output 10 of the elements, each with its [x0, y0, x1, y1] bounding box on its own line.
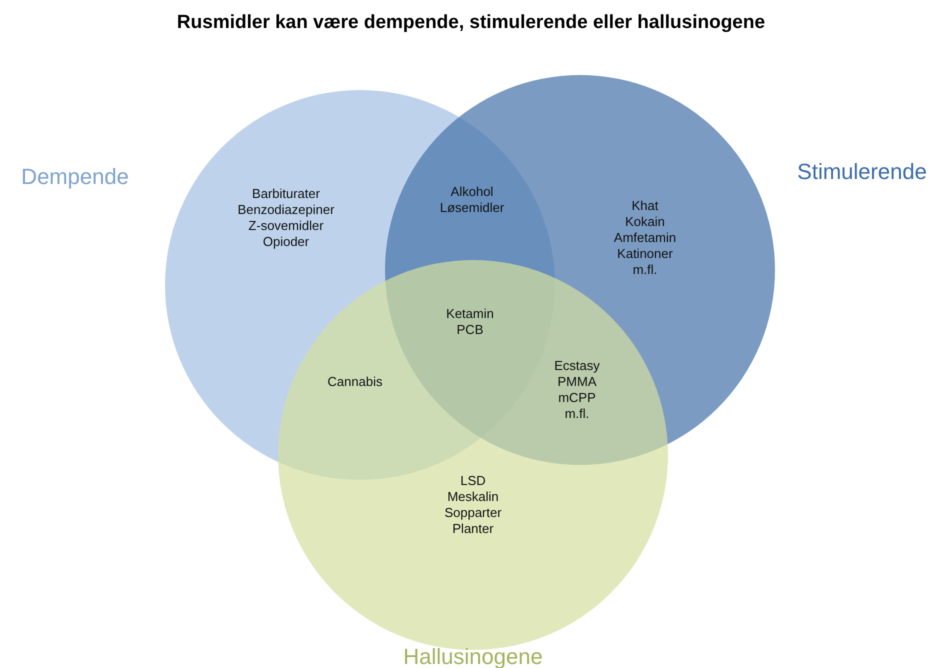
set-items: Khat Kokain Amfetamin Katinoner m.fl. [614, 198, 676, 278]
overlap-items: Cannabis [328, 374, 382, 390]
set-items: Barbiturater Benzodiazepiner Z-sovemidler Opioder [238, 186, 334, 250]
diagram-title: Rusmidler kan være dempende, stimulerende eller hallusinogene [176, 12, 766, 34]
set-heading: Dempende [21, 164, 129, 190]
set-heading: Stimulerende [797, 159, 927, 185]
overlap-items: Ecstasy PMMA mCPP m.fl. [554, 358, 600, 422]
overlap-items: Alkohol Løsemidler [440, 184, 504, 216]
set-items: LSD Meskalin Sopparter Planter [444, 473, 502, 537]
overlap-items: Ketamin PCB [446, 306, 494, 338]
